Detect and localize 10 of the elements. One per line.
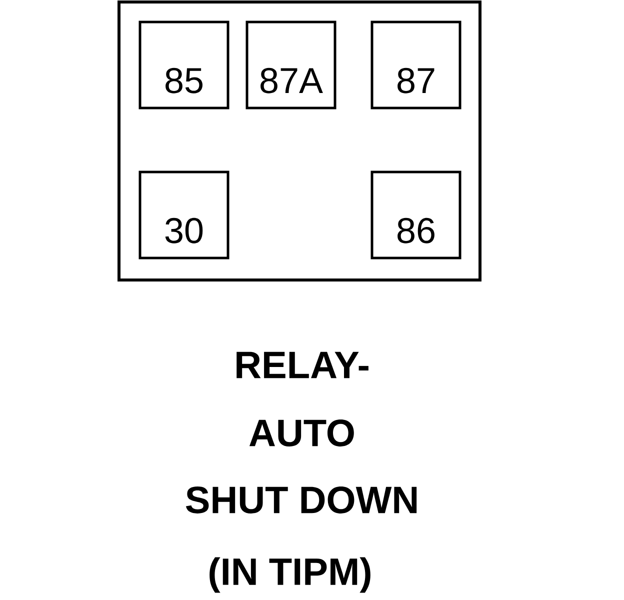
pin-box: 87	[370, 20, 462, 110]
relay-label: SHUT DOWN	[186, 486, 417, 514]
pin-box: 87A	[246, 20, 336, 110]
pin-box: 86	[370, 170, 462, 260]
relay-label: (IN TIPM)	[210, 557, 370, 593]
pin-box: 85	[138, 20, 230, 110]
relay-label: AUTO	[249, 420, 354, 446]
relay-label: RELAY-	[236, 352, 368, 378]
relay-outline	[118, 0, 482, 282]
pin-box: 30	[138, 170, 230, 260]
